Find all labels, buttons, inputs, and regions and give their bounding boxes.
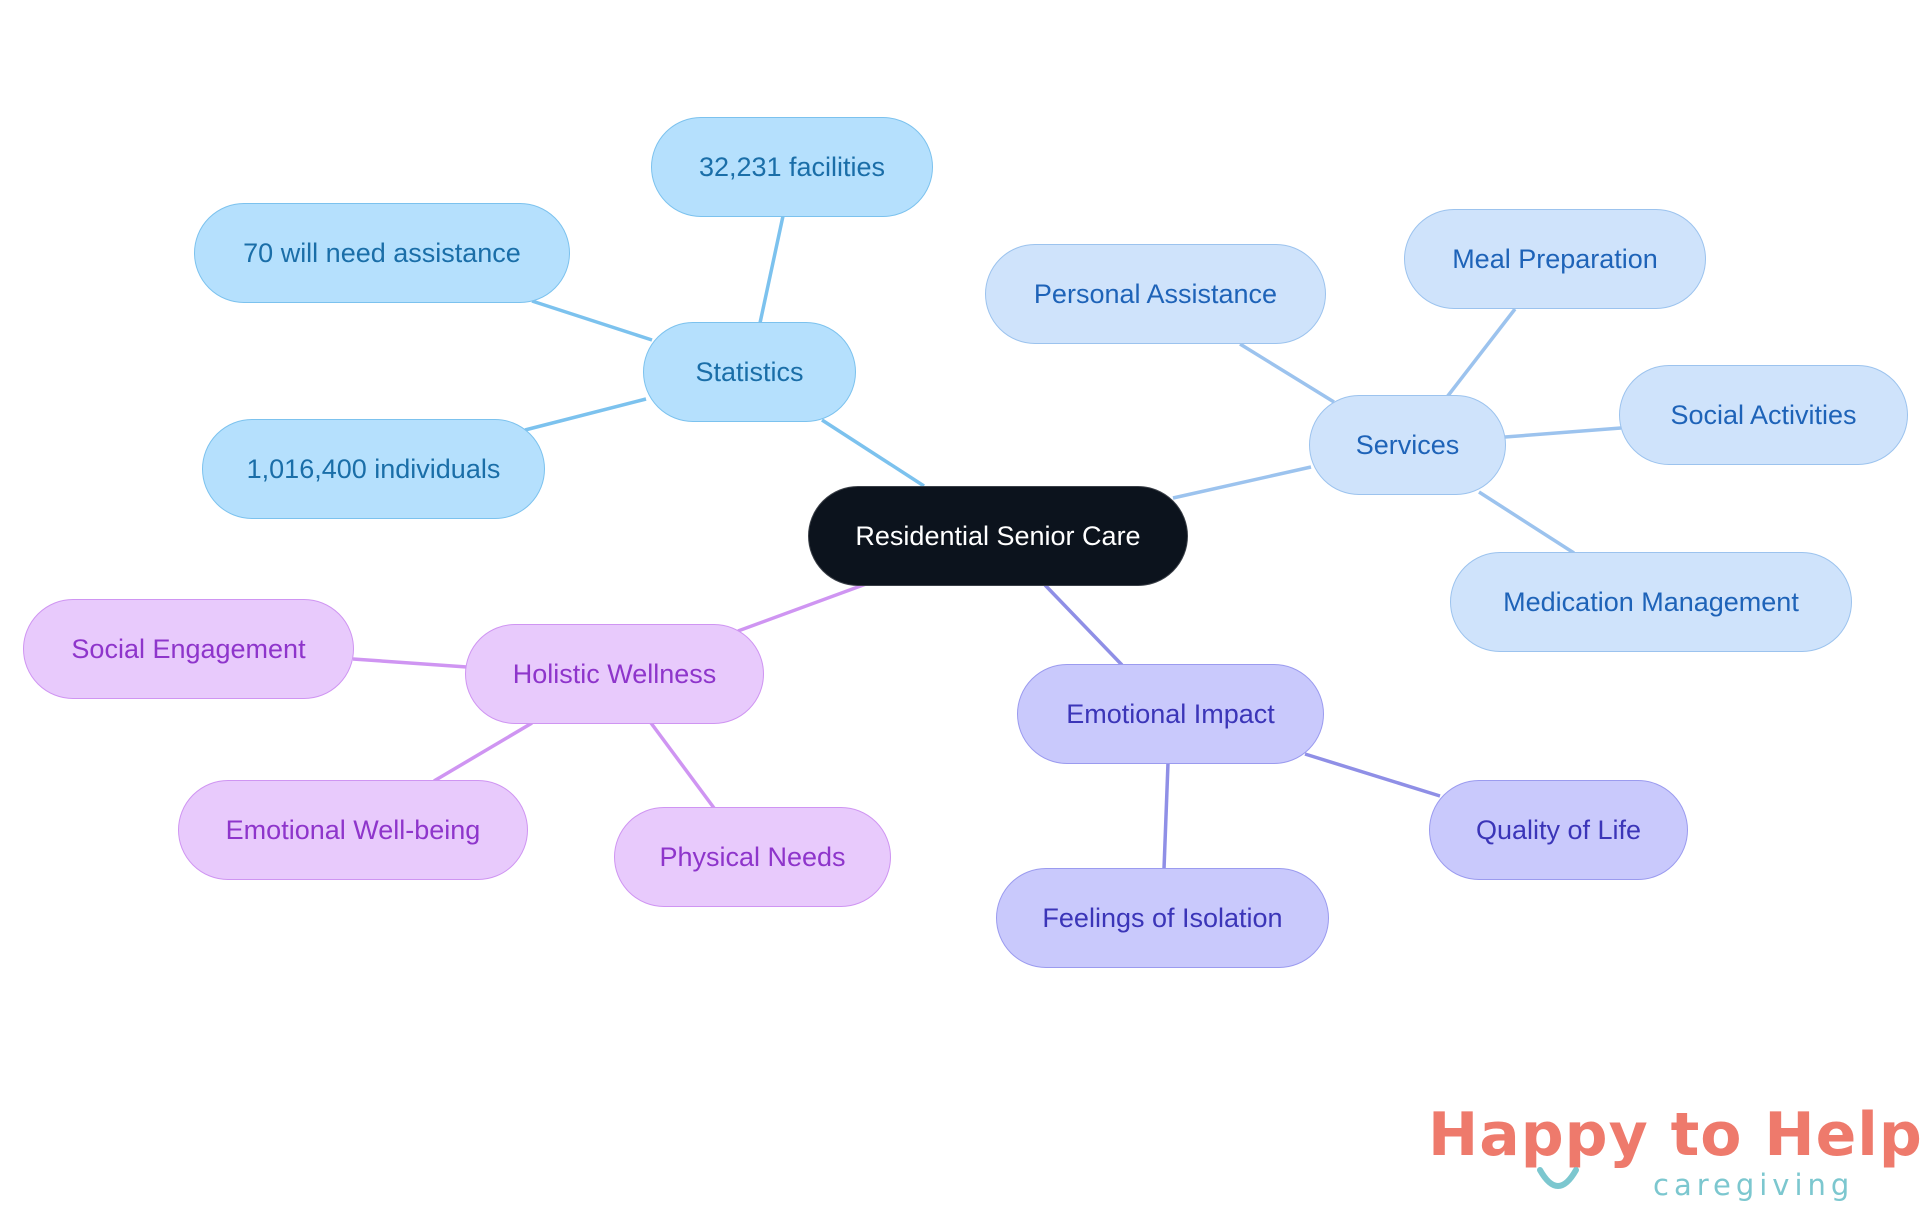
- individuals-node[interactable]: 1,016,400 individuals: [202, 419, 545, 519]
- medication-management-node[interactable]: Medication Management: [1450, 552, 1852, 652]
- edge-services-meal: [1445, 307, 1517, 399]
- facilities-node[interactable]: 32,231 facilities: [651, 117, 933, 217]
- personal-assistance-node[interactable]: Personal Assistance: [985, 244, 1326, 344]
- edge-emotional-isolation: [1162, 762, 1170, 870]
- happy-to-help-logo: Happy to Help caregiving: [1420, 1100, 1920, 1210]
- edge-root-statistics: [821, 418, 925, 488]
- quality-of-life-node[interactable]: Quality of Life: [1429, 780, 1688, 880]
- physical-needs-node[interactable]: Physical Needs: [614, 807, 891, 907]
- root-node[interactable]: Residential Senior Care: [808, 486, 1188, 586]
- logo-name: Happy to Help: [1428, 1100, 1920, 1170]
- logo-tagline: caregiving: [1653, 1168, 1855, 1202]
- smile-icon: [1537, 1167, 1579, 1189]
- edges-statistics: [524, 215, 925, 488]
- edge-root-services: [1172, 465, 1312, 500]
- need-assistance-node[interactable]: 70 will need assistance: [194, 203, 570, 303]
- edge-services-medication: [1478, 490, 1575, 555]
- edge-holistic-physical: [649, 721, 716, 810]
- social-activities-node[interactable]: Social Activities: [1619, 365, 1908, 465]
- edges-holistic: [352, 582, 867, 810]
- edge-statistics-individuals: [524, 397, 647, 432]
- edge-root-holistic: [737, 582, 867, 633]
- emotional-well-being-node[interactable]: Emotional Well-being: [178, 780, 528, 880]
- edge-statistics-facilities: [758, 215, 785, 324]
- meal-preparation-node[interactable]: Meal Preparation: [1404, 209, 1706, 309]
- edge-statistics-assistance: [531, 299, 653, 342]
- edges-emotional: [1043, 583, 1441, 870]
- edge-emotional-quality: [1304, 752, 1441, 798]
- social-engagement-node[interactable]: Social Engagement: [23, 599, 354, 699]
- feelings-of-isolation-node[interactable]: Feelings of Isolation: [996, 868, 1329, 968]
- edge-services-personal: [1239, 342, 1335, 404]
- edge-holistic-emotional: [433, 721, 533, 783]
- holistic-wellness-node[interactable]: Holistic Wellness: [465, 624, 764, 724]
- services-node[interactable]: Services: [1309, 395, 1506, 495]
- statistics-node[interactable]: Statistics: [643, 322, 856, 422]
- edge-root-emotional: [1043, 583, 1124, 667]
- emotional-impact-node[interactable]: Emotional Impact: [1017, 664, 1324, 764]
- edge-services-social: [1504, 426, 1622, 439]
- edges-services: [1172, 307, 1622, 555]
- edge-holistic-social: [352, 657, 468, 669]
